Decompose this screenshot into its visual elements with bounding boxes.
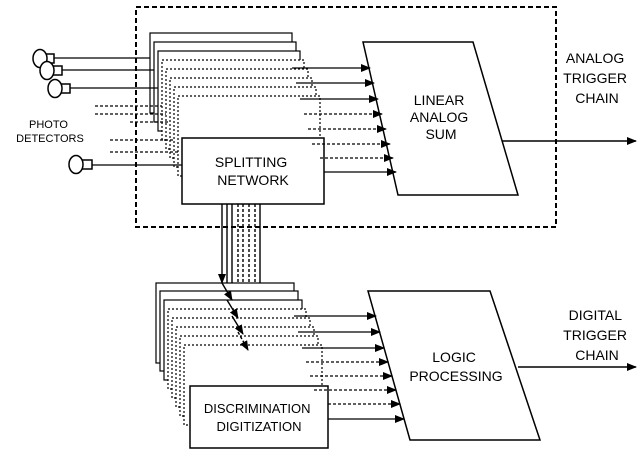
splitting-network-box bbox=[181, 137, 325, 205]
discrimination-digitization-label: DISCRIMINATION DIGITIZATION bbox=[204, 401, 314, 434]
logic-processing-block bbox=[367, 290, 542, 441]
photomultiplier-icon bbox=[68, 154, 93, 175]
sum-input-arrows bbox=[292, 64, 397, 176]
discrimination-digitization-box bbox=[189, 385, 329, 449]
analog-section-boundary bbox=[135, 6, 557, 228]
splitting-channel-stack bbox=[149, 32, 321, 177]
logic-input-arrows bbox=[294, 312, 405, 423]
digital-trigger-chain-label: DIGITAL TRIGGER CHAIN bbox=[563, 307, 631, 363]
splitting-network-label: SPLITTING NETWORK bbox=[215, 154, 291, 188]
linear-analog-sum-label: LINEAR ANALOG SUM bbox=[410, 92, 472, 142]
stack-diagonal-arrows bbox=[221, 282, 249, 351]
detector-input-lines bbox=[54, 57, 182, 166]
photo-detectors-label: PHOTO DETECTORS bbox=[16, 119, 84, 145]
logic-processing-label: LOGIC PROCESSING bbox=[409, 349, 502, 384]
photomultiplier-icon bbox=[47, 78, 71, 99]
photomultiplier-icon bbox=[39, 60, 63, 81]
photomultiplier-icons bbox=[32, 48, 93, 175]
analog-trigger-chain-label: ANALOG TRIGGER CHAIN bbox=[563, 50, 631, 106]
